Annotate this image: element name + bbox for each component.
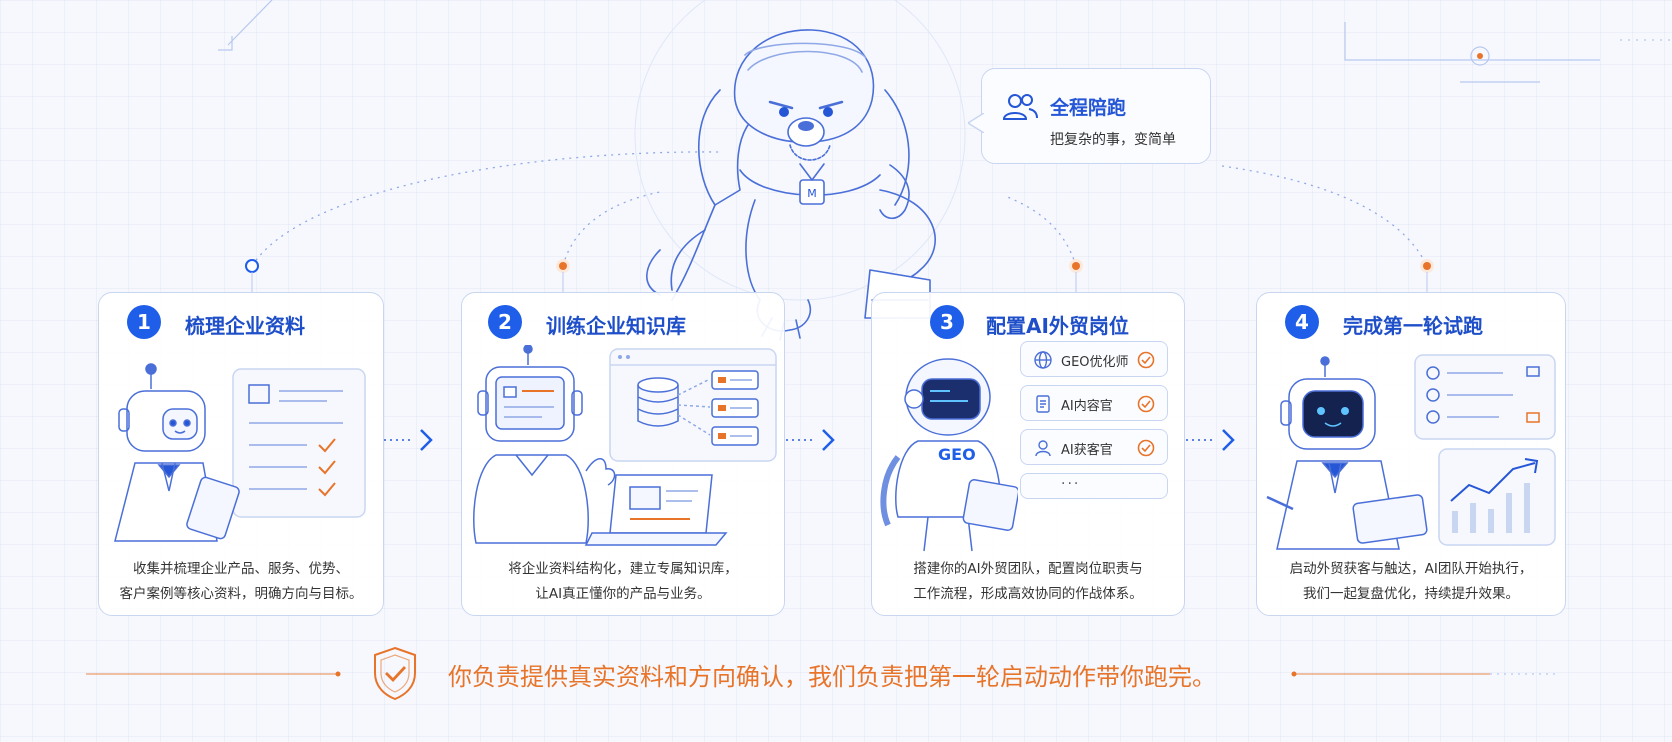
role-row-geo[interactable]: GEO优化师 [1020,341,1168,377]
check-circle-icon [1137,395,1155,413]
globe-icon [1034,351,1052,369]
step-number-2: 2 [488,305,522,339]
step-desc-1-line-2: 客户案例等核心资料，明确方向与目标。 [119,586,363,602]
svg-text:M: M [807,187,817,200]
shield-check-icon [374,646,416,701]
full-support-bubble: 全程陪跑 把复杂的事，变简单 [968,68,1211,164]
bubble-title: 全程陪跑 [1050,97,1127,119]
step-card-1: 1 梳理企业资料 收集并梳理企业产品、服务、优势、 客户案例等核心资料，明确方向… [98,292,384,616]
knowledge-base-illustration [473,345,777,546]
step-card-2: 2 训练企业知识库 [461,292,785,616]
role-label-geo: GEO优化师 [1061,355,1129,370]
step-desc-4-line-2: 我们一起复盘优化，持续提升效果。 [1303,586,1519,602]
robot-with-tablet-illustration [114,363,366,542]
step-title-4: 完成第一轮试跑 [1343,314,1483,338]
step-desc-3: 搭建你的AI外贸团队，配置岗位职责与 工作流程，形成高效协同的作战体系。 [872,557,1184,607]
step-desc-3-line-2: 工作流程，形成高效协同的作战体系。 [913,586,1143,602]
corner-decoration-left [218,0,273,51]
step-desc-2-line-1: 将企业资料结构化，建立专属知识库， [508,561,738,577]
step-card-4: 4 完成第一轮试跑 启动外贸获客与触达，AI团队开始执行， 我们一起复盘优化，持… [1256,292,1566,616]
connector-node-2 [559,262,567,270]
step-title-1: 梳理企业资料 [185,314,305,338]
geo-robot-illustration [880,358,1018,552]
mascot-illustration: M [634,0,966,341]
role-row-content[interactable]: AI内容官 [1020,385,1168,421]
building-icon [248,384,270,404]
connector-arcs [251,151,1428,267]
check-circle-icon [1137,351,1155,369]
trial-run-illustration [1266,354,1556,550]
role-row-acquisition[interactable]: AI获客官 [1020,429,1168,465]
step-arrows [384,429,1235,451]
corner-decoration-right [1344,22,1672,83]
connector-node-1 [245,259,259,273]
step-title-2: 训练企业知识库 [546,314,686,338]
footer-lines [86,671,1560,677]
users-icon [1002,94,1038,120]
more-roles-dots: ··· [1061,476,1081,492]
footer-statement: 你负责提供真实资料和方向确认，我们负责把第一轮启动动作带你跑完。 [448,663,1216,691]
step-card-3: 3 配置AI外贸岗位 GEO GEO优化师 AI内容官 AI获客官 [871,292,1185,616]
database-icon [637,377,679,393]
connector-stems [251,272,1428,292]
step-desc-2: 将企业资料结构化，建立专属知识库， 让AI真正懂你的产品与业务。 [462,557,784,607]
check-circle-icon [1137,439,1155,457]
connector-node-4 [1423,262,1431,270]
step-desc-4-line-1: 启动外贸获客与触达，AI团队开始执行， [1289,561,1533,577]
step-desc-1: 收集并梳理企业产品、服务、优势、 客户案例等核心资料，明确方向与目标。 [99,557,383,607]
step-number-1: 1 [127,305,161,339]
step-desc-1-line-1: 收集并梳理企业产品、服务、优势、 [133,561,349,577]
bubble-subtitle: 把复杂的事，变简单 [1050,132,1176,148]
step-title-3: 配置AI外贸岗位 [986,314,1129,338]
step-number-3: 3 [930,305,964,339]
user-icon [1035,440,1051,457]
step-desc-3-line-1: 搭建你的AI外贸团队，配置岗位职责与 [913,561,1143,577]
bubble-tail [968,113,984,133]
role-row-more[interactable]: ··· [1020,473,1168,499]
connector-node-3 [1072,262,1080,270]
role-label-acquisition: AI获客官 [1061,443,1113,458]
step-desc-4: 启动外贸获客与触达，AI团队开始执行， 我们一起复盘优化，持续提升效果。 [1257,557,1565,607]
robot-badge: GEO [938,445,976,464]
role-label-content: AI内容官 [1061,399,1113,414]
step-desc-2-line-2: 让AI真正懂你的产品与业务。 [535,586,711,602]
step-number-4: 4 [1285,305,1319,339]
document-icon [1036,395,1050,413]
